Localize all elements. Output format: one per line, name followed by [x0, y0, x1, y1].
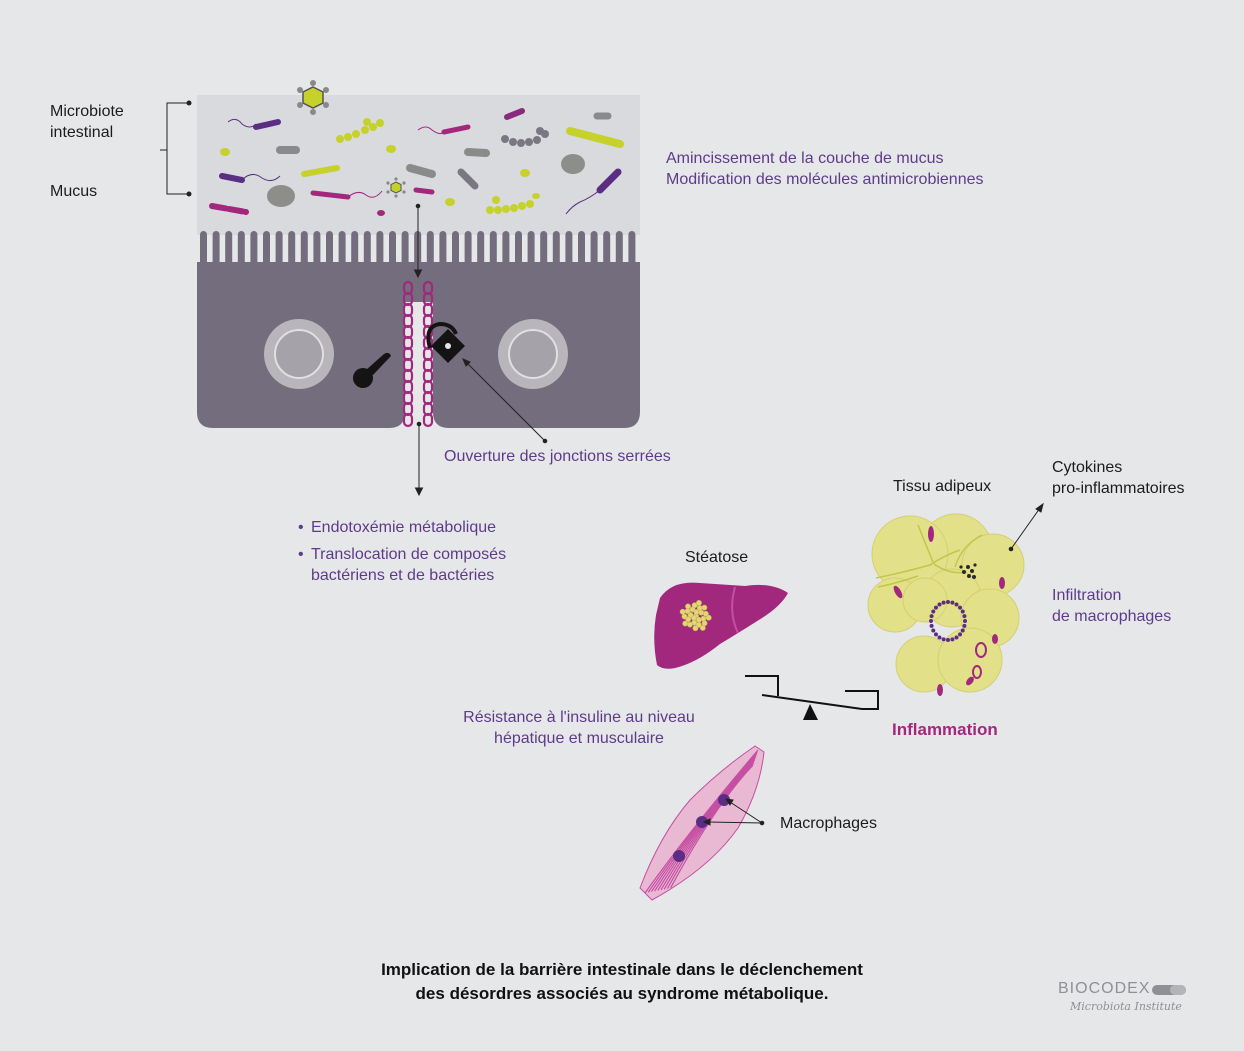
label-microbiote: Microbiote intestinal — [50, 103, 124, 141]
label-macrophages: Macrophages — [780, 815, 877, 832]
label-mucus-changes: Amincissement de la couche de mucus Modi… — [666, 150, 984, 188]
adipose-tissue — [867, 513, 1025, 696]
label-mucus: Mucus — [50, 183, 98, 200]
list-item: •Translocation de composés bactériens et… — [298, 546, 507, 584]
bracket-microbiote-mucus — [160, 100, 192, 197]
label-cytokines: Cytokines pro-inflammatoires — [1052, 459, 1185, 497]
macrophage-infiltration — [929, 600, 967, 642]
liver-steatosis — [654, 582, 788, 669]
label-tissu-adipeux: Tissu adipeux — [893, 478, 992, 495]
list-item: •Endotoxémie métabolique — [298, 519, 497, 536]
label-infiltration: Infiltration de macrophages — [1052, 587, 1172, 625]
figure-caption: Implication de la barrière intestinale d… — [381, 960, 863, 1003]
epithelium — [197, 231, 640, 428]
arrow-mucus-down — [413, 203, 423, 279]
biocodex-logo: BIOCODEX Microbiota Institute — [1058, 980, 1188, 1013]
arrow-macrophages — [702, 798, 765, 826]
muscle-fiber — [639, 745, 765, 901]
arrow-cytokines — [1008, 502, 1044, 552]
key-icon — [353, 352, 391, 388]
arrow-tight-junctions — [462, 358, 548, 444]
tight-junction-chain — [402, 280, 434, 428]
bullet-text: Translocation de composés bactériens et … — [311, 546, 507, 584]
label-steatose: Stéatose — [685, 549, 749, 566]
balance-scale — [745, 675, 879, 720]
capsule-icon — [1152, 985, 1187, 995]
macrophage-icon — [673, 794, 730, 862]
virus-icon — [386, 177, 406, 198]
virus-icon — [297, 80, 329, 115]
open-padlock-icon — [426, 321, 465, 363]
bullet-text: Endotoxémie métabolique — [311, 519, 497, 536]
label-tight-junctions: Ouverture des jonctions serrées — [444, 448, 671, 465]
label-inflammation: Inflammation — [892, 720, 998, 739]
bacteria-group — [209, 80, 624, 216]
consequences-list: •Endotoxémie métabolique •Translocation … — [296, 517, 506, 592]
label-insulin-resistance: Résistance à l'insuline au niveau hépati… — [463, 709, 695, 747]
intestinal-barrier — [197, 80, 640, 428]
arrow-translocation-down — [414, 421, 424, 497]
logo-subtitle: Microbiota Institute — [1070, 1000, 1182, 1013]
cytokine-cluster — [959, 563, 977, 579]
logo-brand: BIOCODEX — [1058, 980, 1151, 997]
